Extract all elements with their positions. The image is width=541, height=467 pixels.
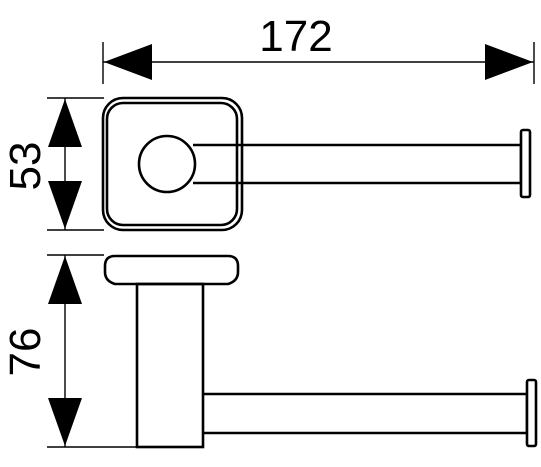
arm-end-cap-top [519, 128, 532, 199]
depth-arrow-top [48, 99, 82, 147]
post-circle [137, 134, 197, 194]
wall-plate-outer [101, 96, 244, 232]
height-arrow-top [48, 256, 82, 304]
height-label: 76 [1, 328, 50, 377]
width-arrow-right [485, 44, 533, 80]
depth-arrow-bottom [48, 181, 82, 229]
wall-plate-inner [105, 101, 239, 227]
width-label: 172 [259, 12, 332, 61]
height-dimension: 76 [1, 254, 150, 448]
side-view [103, 254, 538, 449]
arm-end-cap-side [525, 378, 538, 448]
height-arrow-bottom [48, 398, 82, 446]
width-dimension: 172 [102, 12, 535, 84]
holder-arm-side [203, 392, 529, 435]
post-side [135, 282, 205, 449]
top-view [101, 96, 532, 232]
depth-label: 53 [1, 142, 50, 191]
width-arrow-left [104, 44, 152, 80]
mount-plate-side [103, 254, 240, 286]
depth-dimension: 53 [1, 97, 104, 231]
